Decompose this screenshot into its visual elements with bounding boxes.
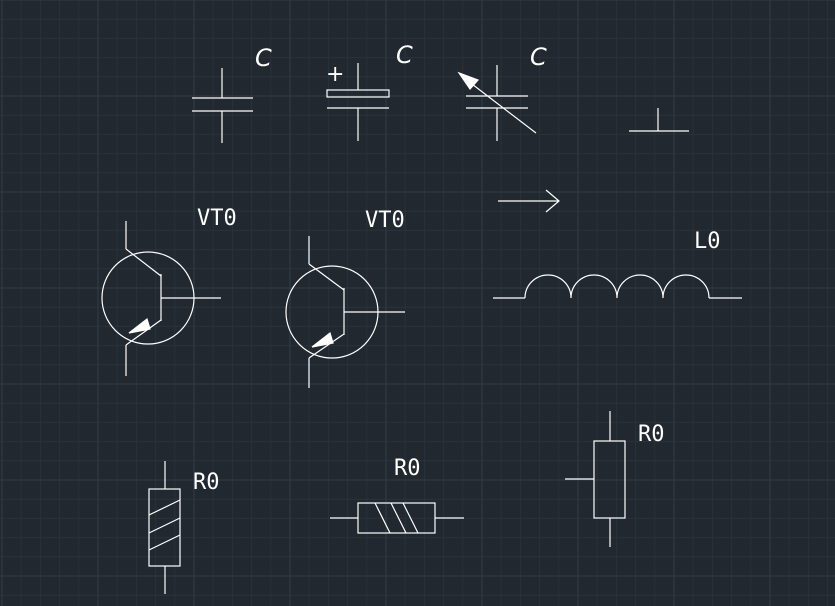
capacitor-symbol[interactable] [192, 68, 253, 143]
arrow-symbol[interactable] [498, 189, 560, 213]
resistor-symbol[interactable] [565, 411, 626, 547]
inductor-symbol[interactable] [493, 274, 742, 299]
resistor-symbol[interactable] [330, 502, 464, 534]
variable-capacitor-label: C [530, 43, 547, 71]
resistor-label: R0 [193, 470, 220, 495]
polarized-capacitor-label: C [396, 41, 413, 69]
resistor-label: R0 [638, 422, 665, 447]
ground-symbol[interactable] [629, 108, 689, 132]
transistor-symbol[interactable] [101, 221, 221, 376]
transistor-label: VT0 [365, 208, 405, 233]
resistor-symbol[interactable] [148, 461, 181, 594]
polarity-plus-label: + [326, 62, 344, 87]
polarized-capacitor-symbol[interactable] [326, 63, 390, 141]
inductor-label: L0 [694, 229, 721, 254]
transistor-label: VT0 [197, 206, 237, 231]
transistor-symbol[interactable] [285, 236, 405, 388]
capacitor-label: C [255, 44, 272, 72]
resistor-label: R0 [394, 456, 421, 481]
variable-capacitor-symbol[interactable] [457, 65, 537, 141]
